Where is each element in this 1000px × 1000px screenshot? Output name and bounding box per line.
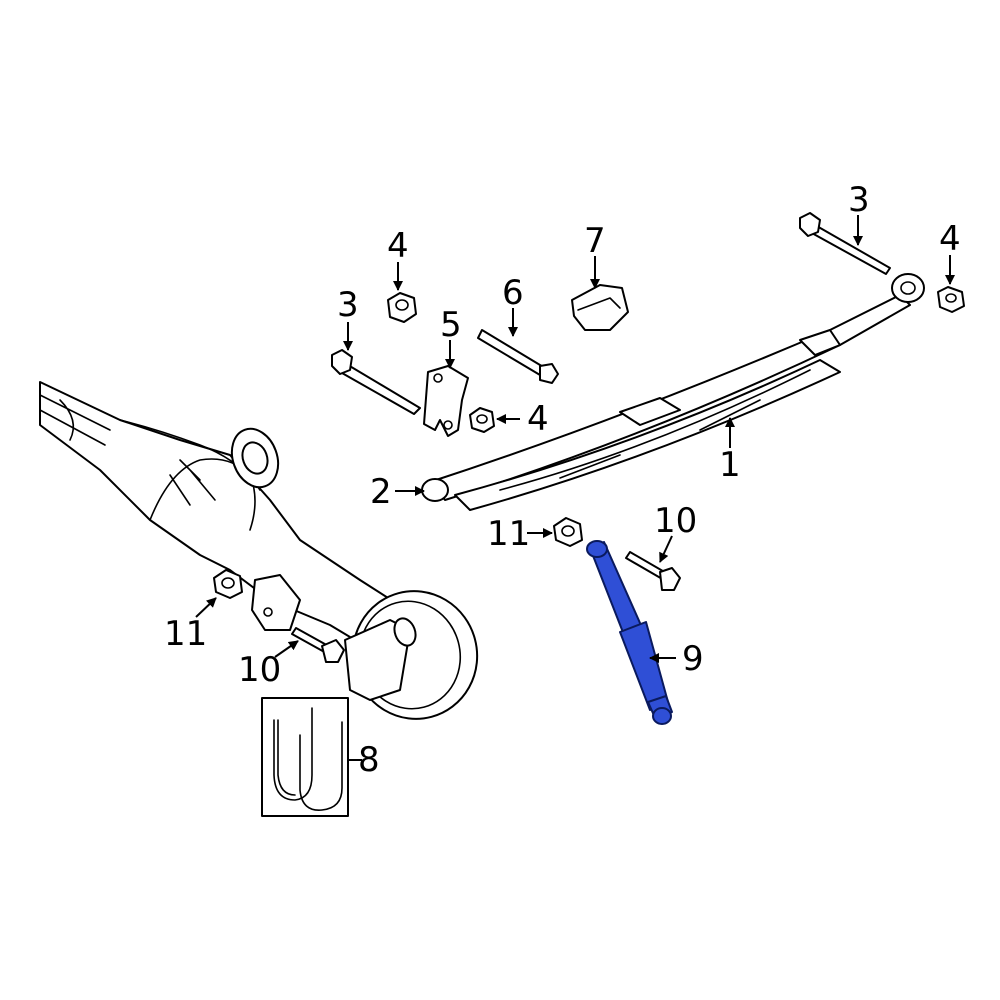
nut-mid [469,407,495,433]
shackle-bolt-right [799,212,891,275]
spring-shackle [423,365,469,437]
shock-absorber [586,540,673,725]
bump-stop [571,284,629,331]
callout-11-left: 11 [164,614,207,654]
shock-bolt-right [625,551,681,591]
shock-nut-left [213,569,243,599]
shackle-bolt-left [331,349,421,415]
brake-drum [344,590,479,720]
callout-6: 6 [502,273,524,313]
callout-5: 5 [440,305,462,345]
callout-4-top: 4 [387,226,409,266]
nut-top [387,292,417,323]
leaf-spring [421,273,925,511]
rear-axle-housing [39,381,413,656]
callout-10-left: 10 [238,650,281,690]
callout-7: 7 [584,221,606,261]
callout-11-right: 11 [487,514,530,554]
callout-1: 1 [719,445,741,485]
u-bolt-kit [261,697,349,817]
shock-nut-right [553,517,583,547]
callout-3-right: 3 [848,180,870,220]
stud-bolt [477,329,559,384]
leader-lines [195,215,955,761]
callout-4-mid: 4 [527,399,549,439]
nut-right [937,286,965,313]
shock-bolt-left [291,627,345,663]
callout-8: 8 [358,740,380,780]
callout-3-left: 3 [337,285,359,325]
callout-2: 2 [370,472,392,512]
callout-4-right: 4 [939,219,961,259]
callout-10-right: 10 [654,501,697,541]
callout-9: 9 [682,639,704,679]
